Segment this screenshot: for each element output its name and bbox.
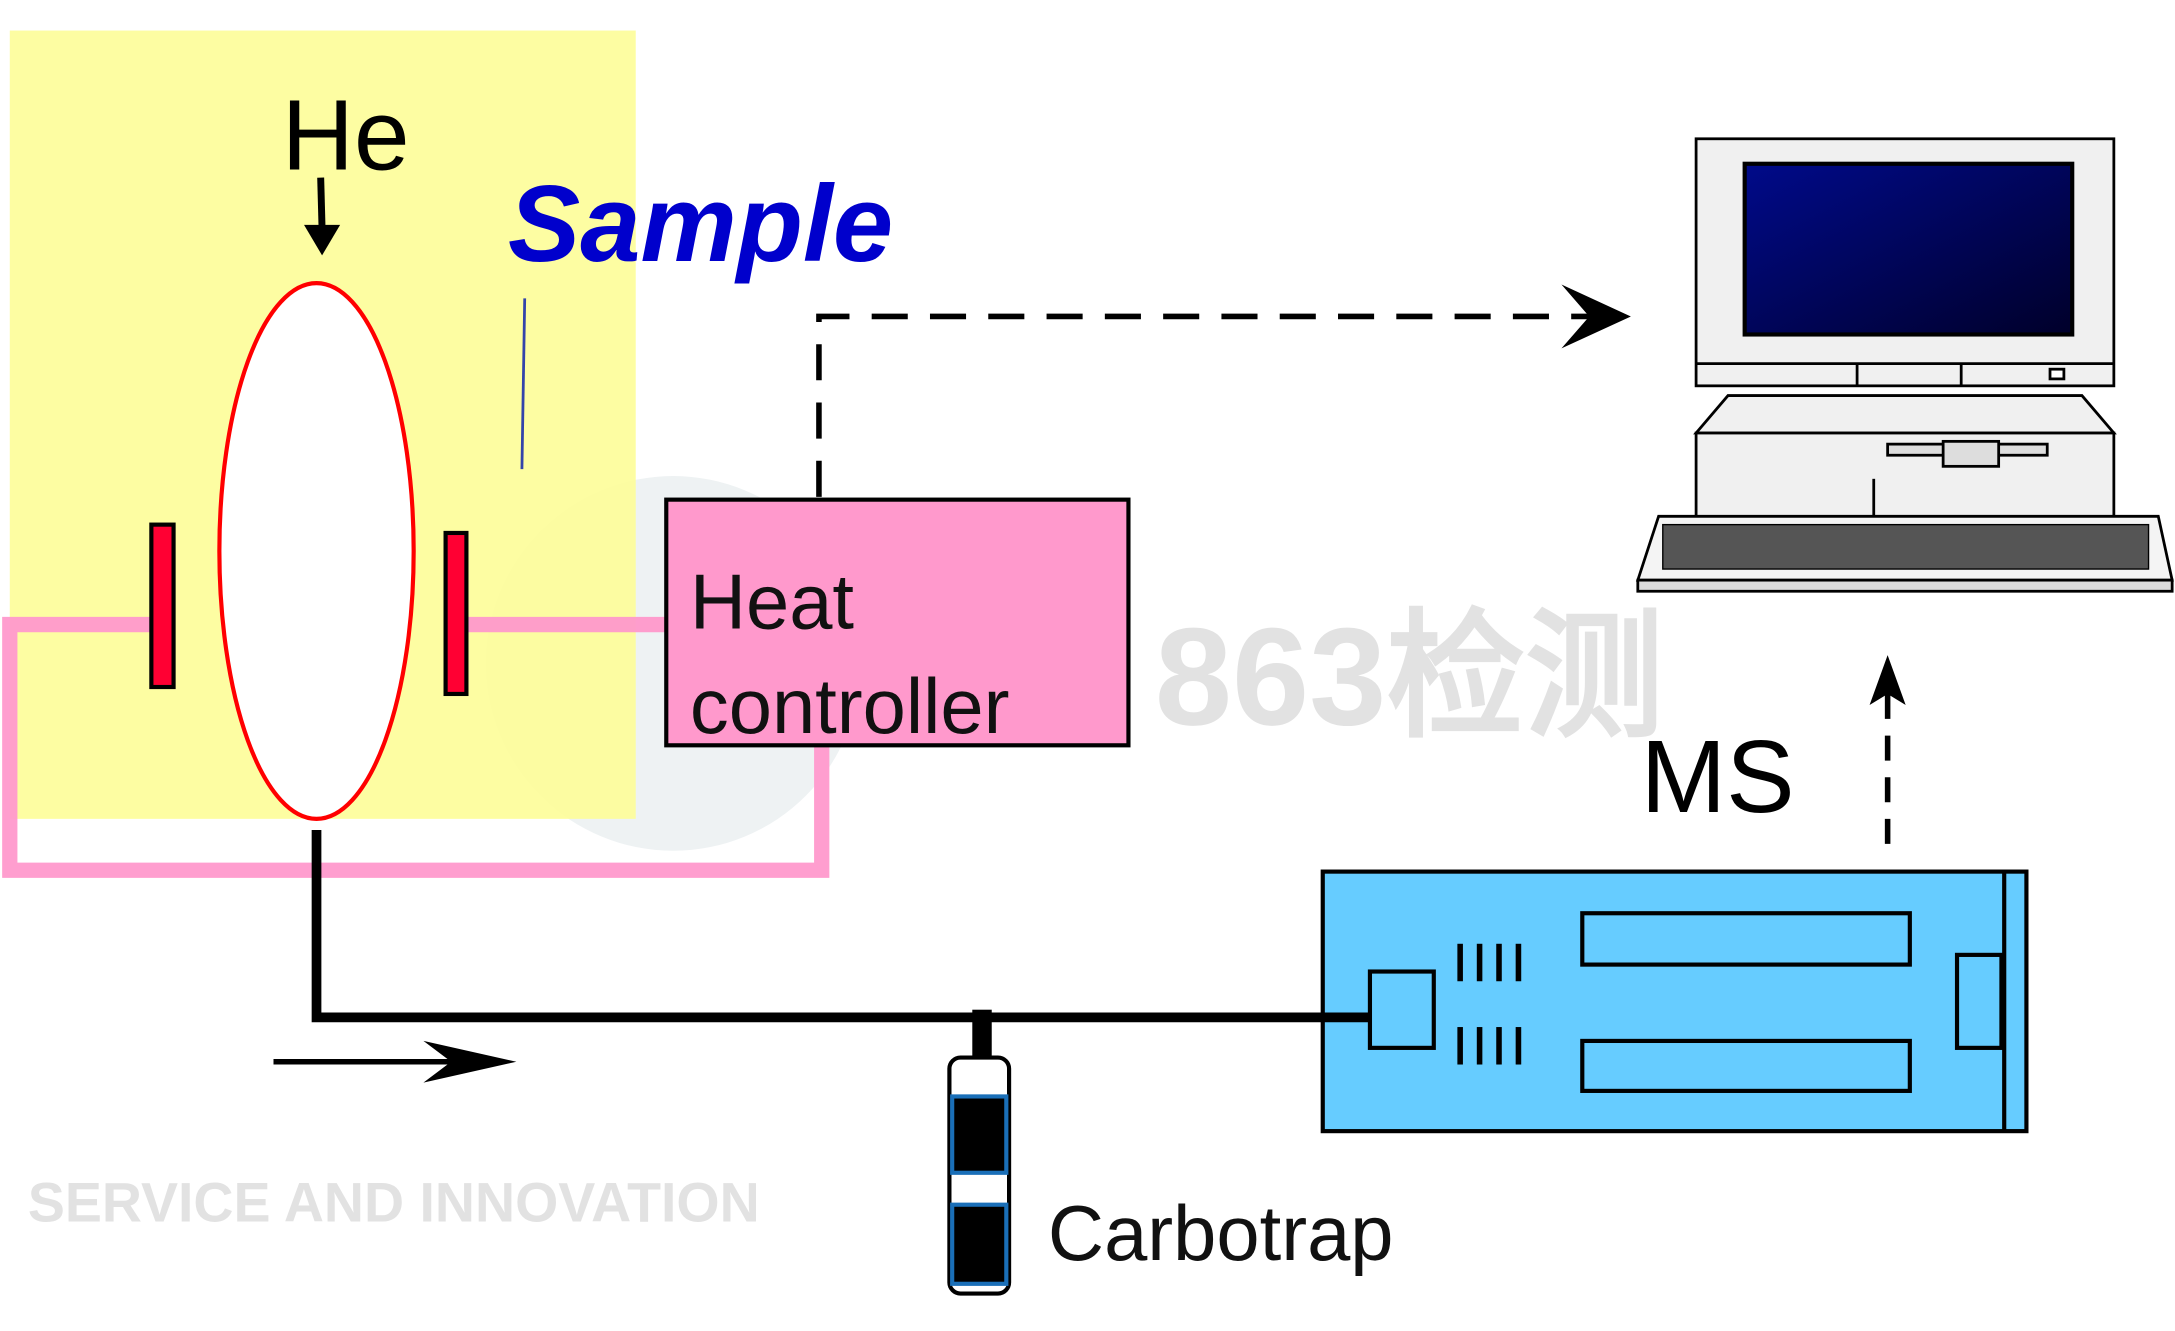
carbotrap-label: Carbotrap (1048, 1191, 1394, 1277)
watermark-text: 863检测 (1155, 599, 1664, 754)
mass-spectrometer-unit (1320, 869, 2029, 1134)
control-signal-arrow (816, 284, 1631, 497)
arrowhead-icon (1869, 655, 1906, 706)
heater-plate-right (443, 530, 469, 697)
he-label: He (282, 80, 410, 191)
sample-label: Sample (508, 163, 893, 284)
heater-wiring (2, 616, 830, 878)
heat-controller-label-line2: controller (690, 664, 1010, 750)
watermark-subtext: SERVICE AND INNOVATION (28, 1171, 760, 1233)
sample-pointer-line (520, 298, 527, 470)
he-inlet-arrow-icon (304, 177, 341, 256)
heat-controller-box (664, 497, 1131, 748)
computer-icon (1635, 137, 2174, 593)
transfer-line (311, 829, 1370, 1023)
ms-label: MS (1641, 719, 1795, 834)
carbotrap-tube-icon (947, 1009, 1012, 1296)
heat-controller-label-line1: Heat (690, 560, 855, 646)
arrowhead-icon (1561, 284, 1631, 349)
ms-signal-arrow (1869, 655, 1906, 844)
flow-direction-arrow-icon (273, 1040, 517, 1083)
sample-vessel (217, 281, 416, 821)
heater-plate-left (149, 522, 176, 690)
